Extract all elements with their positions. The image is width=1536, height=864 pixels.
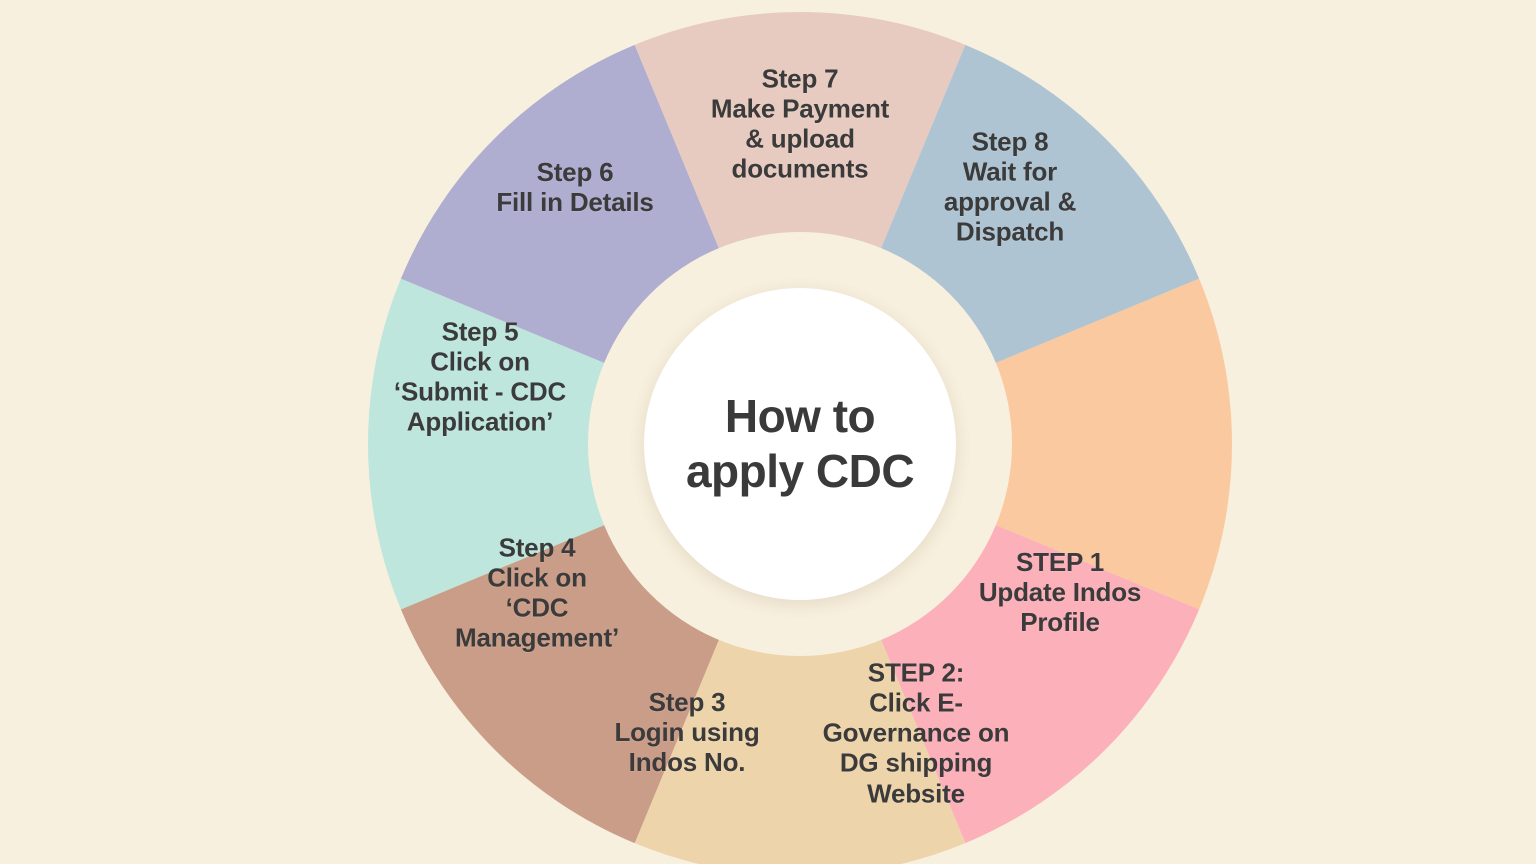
hub-disc	[644, 288, 956, 600]
wheel-segment-step-7[interactable]	[634, 11, 966, 250]
segments-group	[367, 11, 1233, 864]
wheel-segment-step-6[interactable]	[400, 44, 720, 364]
wheel-segment-step-2[interactable]	[880, 524, 1200, 844]
wheel-segment-step-4[interactable]	[400, 524, 720, 844]
wheel-segment-step-3[interactable]	[634, 638, 966, 864]
wheel-segment-step-1[interactable]	[994, 278, 1233, 610]
wheel-segment-step-5[interactable]	[367, 278, 606, 610]
wheel-segment-step-8[interactable]	[880, 44, 1200, 364]
center-title: How to apply CDC	[685, 389, 915, 497]
